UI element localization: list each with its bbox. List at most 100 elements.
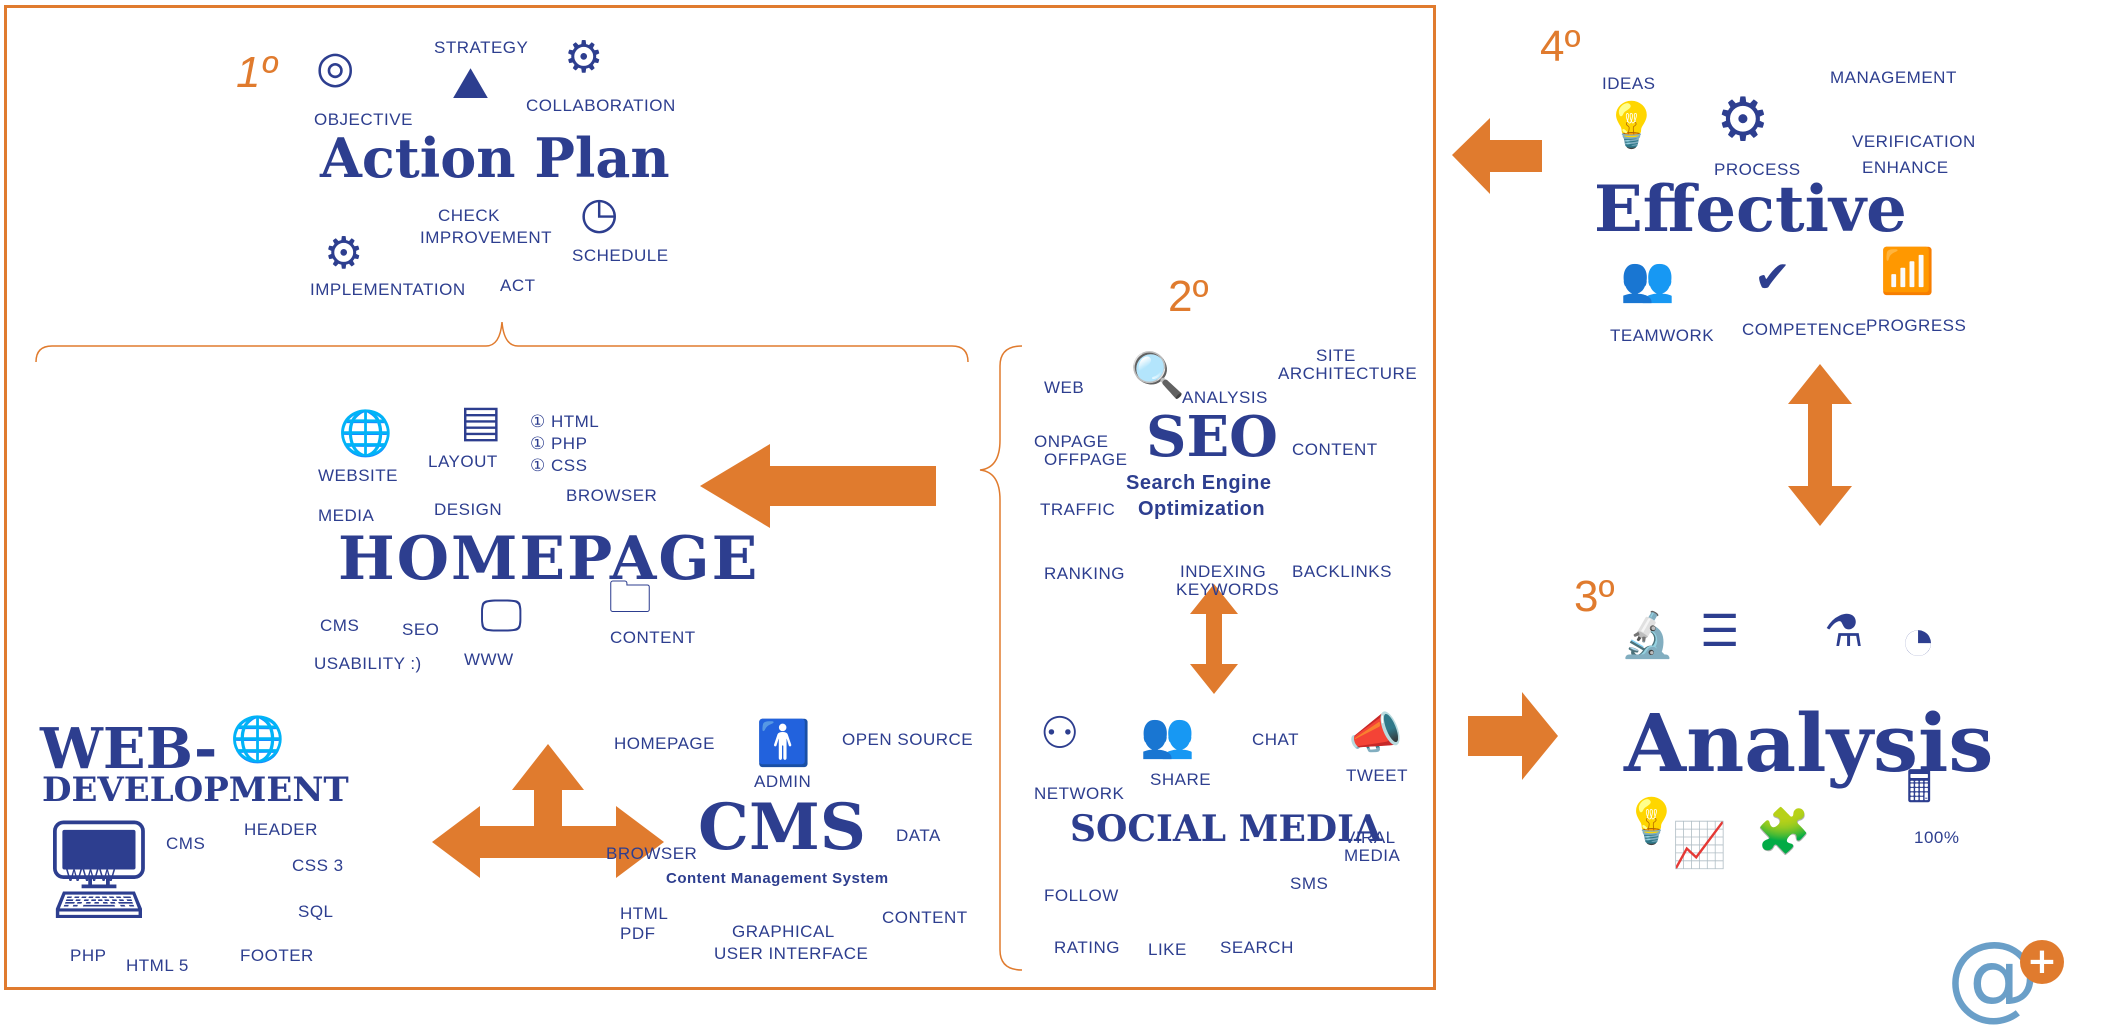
monitor-icon: 🖵 [480, 591, 523, 640]
seo-title: SEO [1146, 404, 1278, 470]
cms-word-html: HTML [620, 904, 669, 923]
action-plan-panel: ◎ ⛰ ⚙ OBJECTIVE STRATEGY COLLABORATION A… [310, 18, 675, 308]
seo-word-indexing: INDEXING [1180, 562, 1267, 581]
computer-icon: 🖥 [38, 816, 160, 923]
seo-subtitle-1: Search Engine [1126, 472, 1272, 494]
seo-word-content: CONTENT [1292, 440, 1378, 459]
admin-icon: 🚹 [756, 719, 811, 768]
ef-word-ideas: IDEAS [1602, 74, 1656, 93]
cms-word-open-source: OPEN SOURCE [842, 730, 974, 749]
seo-subtitle-2: Optimization [1138, 498, 1266, 520]
wd-word-html5: HTML 5 [126, 956, 189, 975]
step-2-label: 2º [1168, 272, 1209, 321]
wd-word-www: WWW [66, 866, 116, 885]
teamwork-icon: 👥 [1620, 255, 1675, 304]
step-3-label: 3º [1574, 572, 1615, 621]
cms-title: CMS [698, 790, 866, 865]
hp-word-usability: USABILITY :) [314, 654, 422, 673]
target-icon: ◎ [316, 43, 355, 92]
wd-word-php: PHP [70, 946, 107, 965]
hp-word-browser: BROWSER [566, 486, 658, 505]
share-icon: 👥 [1140, 711, 1195, 760]
globe-icon: 🌐 [230, 715, 285, 764]
progress-icon: 📶 [1880, 247, 1935, 296]
seo-word-traffic: TRAFFIC [1040, 500, 1116, 519]
microscope-icon: 🔬 [1620, 611, 1675, 660]
clock-icon: ◷ [580, 189, 619, 238]
webdev-title-1: WEB- [40, 716, 218, 782]
seo-word-offpage: OFFPAGE [1044, 450, 1128, 469]
network-icon: ⚇ [1040, 709, 1080, 758]
folder-icon: 🗀 [608, 573, 652, 622]
effective-panel: IDEAS 💡 ⚙ MANAGEMENT PROCESS VERIFICATIO… [1590, 60, 1975, 350]
analysis-title: Analysis [1624, 696, 1994, 790]
at-sign-logo: @ [1946, 922, 2040, 1031]
sm-word-network: NETWORK [1034, 784, 1125, 803]
ef-word-enhance: ENHANCE [1862, 158, 1949, 177]
seo-word-analysis: ANALYSIS [1182, 388, 1268, 407]
collaboration-icon: ⚙ [564, 33, 604, 82]
plus-circle-logo: + [2020, 940, 2064, 984]
magnifier-icon: 🔍 [1130, 351, 1185, 400]
seo-word-keywords: KEYWORDS [1176, 580, 1280, 599]
process-frame [4, 5, 1436, 990]
wd-word-css3: CSS 3 [292, 856, 344, 875]
wd-word-header: HEADER [244, 820, 318, 839]
ap-word-implementation: IMPLEMENTATION [310, 280, 466, 299]
wd-word-cms: CMS [166, 834, 206, 853]
sm-word-rating: RATING [1054, 938, 1120, 957]
sm-word-like: LIKE [1148, 940, 1187, 959]
ap-word-collaboration: COLLABORATION [526, 96, 676, 115]
sm-word-search: SEARCH [1220, 938, 1294, 957]
seo-panel: WEB 🔍 ANALYSIS SITE ARCHITECTURE ONPAGE … [1030, 340, 1417, 599]
wd-word-sql: SQL [298, 902, 334, 921]
step-4-label: 4º [1540, 22, 1581, 71]
sm-word-tweet: TWEET [1346, 766, 1408, 785]
competence-icon: ✔ [1754, 253, 1791, 302]
idea-icon: 💡 [1624, 797, 1679, 846]
strategy-icon: ⛰ [452, 59, 489, 108]
sm-word-media: MEDIA [1344, 846, 1401, 865]
ap-word-improvement: IMPROVEMENT [420, 228, 553, 247]
social-media-panel: ⚇ 👥 CHAT 📣 NETWORK SHARE TWEET SOCIAL ME… [1030, 700, 1408, 976]
hp-word-seo: SEO [402, 620, 440, 639]
sm-word-viral: VIRAL [1344, 828, 1396, 847]
sm-word-chat: CHAT [1252, 730, 1300, 749]
action-plan-brace [35, 321, 969, 363]
arrow-webdev-cms [432, 744, 664, 878]
analysis-panel: 🔬 ☰ ⚗ ◔ Analysis 🖩 💡 📈 🧩 100% [1600, 600, 1994, 900]
hp-word-php: ① PHP [530, 434, 588, 453]
effective-title: Effective [1594, 172, 1907, 247]
sm-word-follow: FOLLOW [1044, 886, 1119, 905]
hp-word-css: ① CSS [530, 456, 588, 475]
hp-word-design: DESIGN [434, 500, 503, 519]
social-media-title: SOCIAL MEDIA [1070, 808, 1382, 850]
seo-brace [979, 345, 1023, 971]
growth-chart-icon: 📈 [1672, 821, 1727, 870]
hp-word-media: MEDIA [318, 506, 375, 525]
cms-word-content: CONTENT [882, 908, 968, 927]
cms-panel: HOMEPAGE 🚹 ADMIN OPEN SOURCE BROWSER CMS… [600, 719, 974, 986]
sm-word-share: SHARE [1150, 770, 1212, 789]
cms-word-data: DATA [896, 826, 941, 845]
globe-hand-icon: 🌐 [338, 409, 393, 458]
homepage-panel: 🌐 ▤ WEBSITE LAYOUT ① HTML ① PHP ① CSS ME… [304, 400, 757, 680]
sm-word-sms: SMS [1290, 874, 1329, 893]
hp-word-www: WWW [464, 650, 514, 669]
cms-word-homepage: HOMEPAGE [614, 734, 715, 753]
step-1-label: 1º [236, 48, 277, 97]
action-plan-title: Action Plan [320, 126, 670, 190]
cms-subtitle: Content Management System [666, 870, 889, 887]
ap-word-check: CHECK [438, 206, 501, 225]
bar-chart-icon: ☰ [1700, 607, 1740, 656]
hp-word-website: WEBSITE [318, 466, 399, 485]
an-word-100: 100% [1914, 828, 1960, 847]
hp-word-layout: LAYOUT [428, 452, 498, 471]
seo-word-backlinks: BACKLINKS [1292, 562, 1392, 581]
ef-word-process: PROCESS [1714, 160, 1801, 179]
hp-word-cms: CMS [320, 616, 360, 635]
calculator-icon: 🖩 [1906, 763, 1933, 812]
webdev-panel: WEB- 🌐 DEVELOPMENT 🖥 CMS HEADER CSS 3 SQ… [30, 716, 386, 986]
ap-word-objective: OBJECTIVE [314, 110, 413, 129]
